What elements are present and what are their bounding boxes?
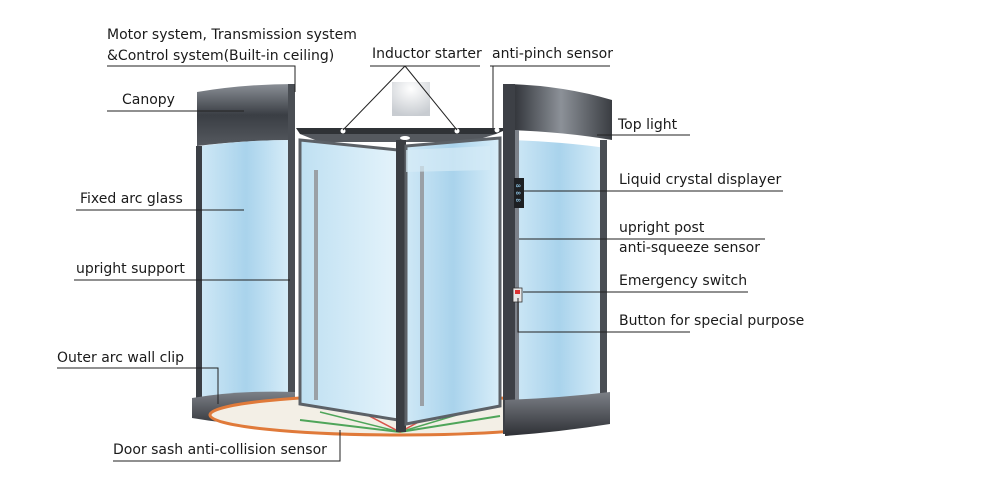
label-upright-support: upright support [76,261,185,277]
sensor-dot-3 [494,127,500,133]
center-shaft [396,140,406,432]
leader-lines [57,65,783,462]
left-fixed-section [192,84,295,428]
wing-right [404,136,502,426]
left-upright-support [288,84,295,420]
right-base-ring [505,392,610,436]
label-upright-post: upright post [619,220,705,236]
right-fixed-section: 8 8 8 [503,84,612,436]
label-outer-arc-wall-clip: Outer arc wall clip [57,350,184,366]
label-door-sash-anti-collision: Door sash anti-collision sensor [113,442,327,458]
liquid-crystal-display [514,178,524,208]
label-liquid-crystal-displayer: Liquid crystal displayer [619,172,782,188]
label-anti-pinch-sensor: anti-pinch sensor [492,46,613,62]
inductor-starter-unit [392,82,430,116]
label-top-light: Top light [618,117,678,133]
sensor-dot-2 [454,128,460,134]
left-canopy [197,84,295,146]
left-arc-glass [200,140,292,412]
label-motor-system-2: &Control system(Built-in ceiling) [107,48,335,64]
top-light-lamp [400,136,410,140]
label-inductor-starter: Inductor starter [372,46,482,62]
label-motor-system-1: Motor system, Transmission system [107,27,357,43]
label-canopy: Canopy [122,92,175,108]
label-anti-squeeze-sensor: anti-squeeze sensor [619,240,760,256]
label-emergency-switch: Emergency switch [619,273,748,289]
label-fixed-arc-glass: Fixed arc glass [80,191,183,207]
display-digits: 8 8 8 [514,184,521,202]
right-arc-glass [512,140,606,414]
sensor-dot-1 [340,128,346,134]
center-ceiling [296,82,510,142]
right-canopy [510,84,612,140]
rotating-wings [298,136,502,432]
label-button-special-purpose: Button for special purpose [619,313,805,329]
right-upright-post [503,84,515,434]
